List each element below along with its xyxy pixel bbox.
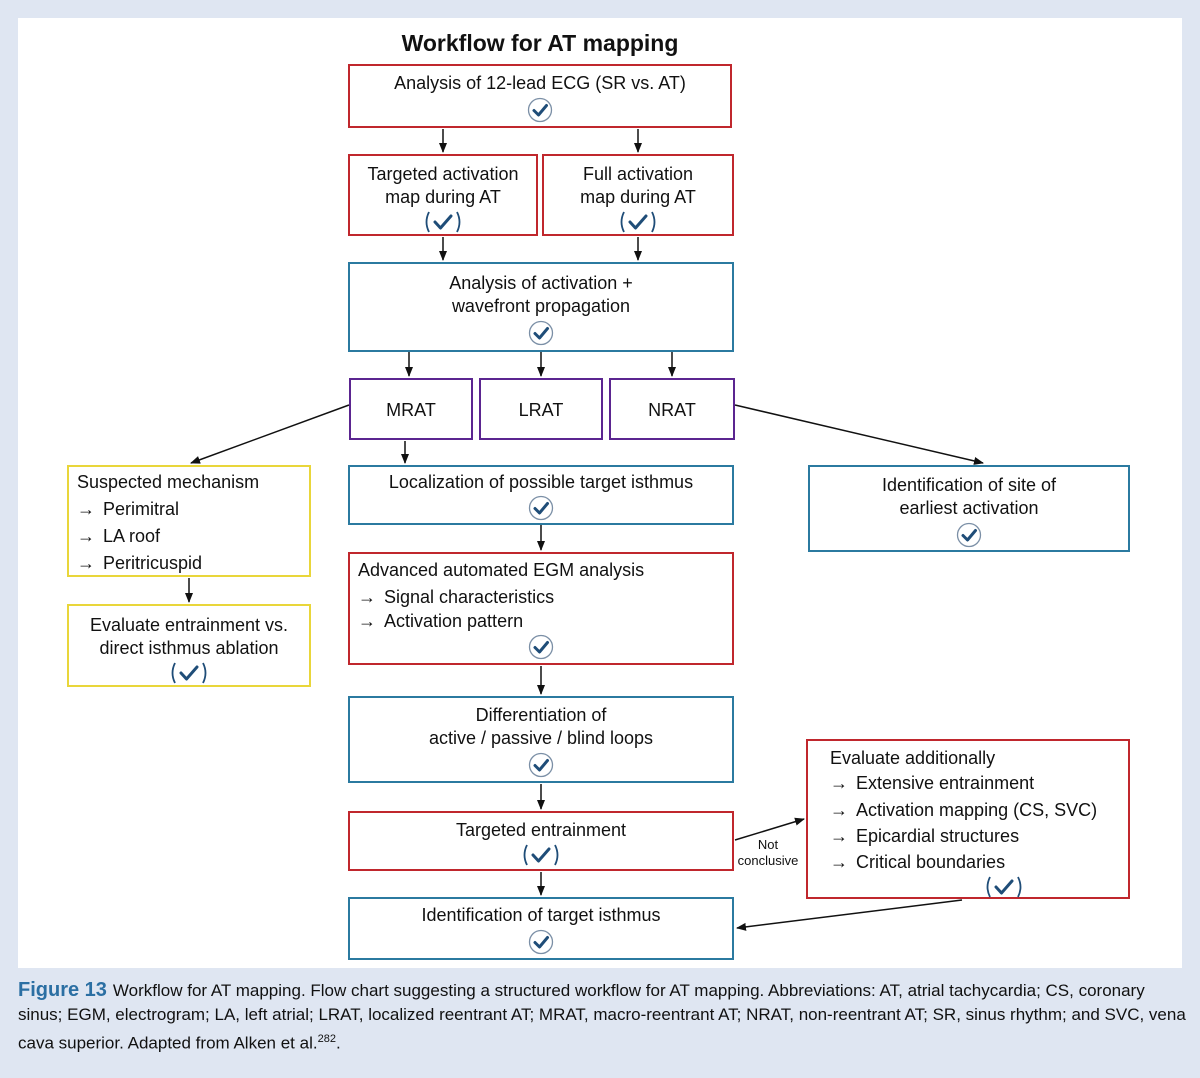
additional-item: Critical boundaries bbox=[830, 851, 1005, 874]
ecg-analysis-text: Analysis of 12-lead ECG (SR vs. AT) bbox=[394, 73, 686, 93]
mechanism-item: Perimitral bbox=[77, 498, 179, 521]
evaluate-additionally-box: Evaluate additionally Extensive entrainm… bbox=[806, 739, 1130, 899]
caption-reference: 282 bbox=[317, 1033, 336, 1045]
egm-analysis-box: Advanced automated EGM analysis Signal c… bbox=[348, 552, 734, 665]
check-parenthesized-icon bbox=[425, 211, 461, 233]
evaluate-entrainment-line1: Evaluate entrainment vs. bbox=[89, 615, 289, 635]
additional-item: Epicardial structures bbox=[830, 825, 1019, 848]
check-parenthesized-icon bbox=[171, 662, 207, 684]
arrow bbox=[736, 899, 963, 931]
activation-analysis-line1: Analysis of activation + bbox=[449, 273, 633, 293]
check-parenthesized-icon bbox=[986, 876, 1022, 898]
target-isthmus-identification-text: Identification of target isthmus bbox=[421, 905, 661, 925]
full-activation-map-box: Full activation map during AT bbox=[542, 154, 734, 236]
not-conclusive-line1: Not bbox=[757, 837, 779, 852]
arrow bbox=[734, 404, 984, 465]
lrat-box: LRAT bbox=[479, 378, 603, 440]
targeted-entrainment-box: Targeted entrainment bbox=[348, 811, 734, 871]
evaluate-additionally-title: Evaluate additionally bbox=[830, 748, 996, 768]
egm-item: Signal characteristics bbox=[358, 586, 554, 609]
differentiation-line2: active / passive / blind loops bbox=[428, 728, 654, 748]
suspected-mechanism-title: Suspected mechanism bbox=[77, 472, 260, 492]
targeted-entrainment-text: Targeted entrainment bbox=[455, 820, 627, 840]
earliest-activation-line2: earliest activation bbox=[899, 498, 1039, 518]
nrat-label: NRAT bbox=[648, 400, 696, 420]
check-parenthesized-icon bbox=[620, 211, 656, 233]
check-parenthesized-icon bbox=[523, 844, 559, 866]
check-circle-icon bbox=[528, 320, 554, 346]
targeted-map-line2: map during AT bbox=[385, 187, 501, 207]
differentiation-box: Differentiation of active / passive / bl… bbox=[348, 696, 734, 783]
arrow bbox=[734, 817, 805, 841]
lrat-label: LRAT bbox=[518, 400, 564, 420]
check-circle-icon bbox=[528, 929, 554, 955]
evaluate-entrainment-box: Evaluate entrainment vs. direct isthmus … bbox=[67, 604, 311, 687]
check-circle-icon bbox=[956, 522, 982, 548]
egm-analysis-title: Advanced automated EGM analysis bbox=[358, 560, 645, 580]
caption-text: Workflow for AT mapping. Flow chart sugg… bbox=[18, 981, 1186, 1053]
localization-text: Localization of possible target isthmus bbox=[388, 472, 694, 492]
earliest-activation-line1: Identification of site of bbox=[881, 475, 1057, 495]
arrow bbox=[190, 404, 350, 464]
diagram-title: Workflow for AT mapping bbox=[401, 30, 679, 56]
target-isthmus-identification-box: Identification of target isthmus bbox=[348, 897, 734, 960]
differentiation-line1: Differentiation of bbox=[475, 705, 607, 725]
check-circle-icon bbox=[528, 495, 554, 521]
nrat-box: NRAT bbox=[609, 378, 735, 440]
additional-item: Activation mapping (CS, SVC) bbox=[830, 799, 1097, 822]
mrat-box: MRAT bbox=[349, 378, 473, 440]
suspected-mechanism-box: Suspected mechanism Perimitral LA roof P… bbox=[67, 465, 311, 577]
not-conclusive-label: Not conclusive bbox=[731, 837, 805, 869]
egm-item: Activation pattern bbox=[358, 610, 523, 633]
mrat-label: MRAT bbox=[386, 400, 436, 420]
mechanism-item: LA roof bbox=[77, 525, 160, 548]
check-circle-icon bbox=[528, 752, 554, 778]
evaluate-entrainment-line2: direct isthmus ablation bbox=[99, 638, 279, 658]
full-map-line1: Full activation bbox=[582, 164, 694, 184]
check-circle-icon bbox=[527, 97, 553, 123]
activation-analysis-box: Analysis of activation + wavefront propa… bbox=[348, 262, 734, 352]
check-circle-icon bbox=[528, 634, 554, 660]
not-conclusive-line2: conclusive bbox=[737, 853, 799, 868]
full-map-line2: map during AT bbox=[580, 187, 696, 207]
ecg-analysis-box: Analysis of 12-lead ECG (SR vs. AT) bbox=[348, 64, 732, 128]
targeted-activation-map-box: Targeted activation map during AT bbox=[348, 154, 538, 236]
targeted-map-line1: Targeted activation bbox=[367, 164, 519, 184]
earliest-activation-box: Identification of site of earliest activ… bbox=[808, 465, 1130, 552]
additional-item: Extensive entrainment bbox=[830, 772, 1034, 795]
mechanism-item: Peritricuspid bbox=[77, 552, 202, 575]
activation-analysis-line2: wavefront propagation bbox=[451, 296, 631, 316]
localization-box: Localization of possible target isthmus bbox=[348, 465, 734, 525]
figure-label: Figure 13 bbox=[18, 979, 107, 1001]
